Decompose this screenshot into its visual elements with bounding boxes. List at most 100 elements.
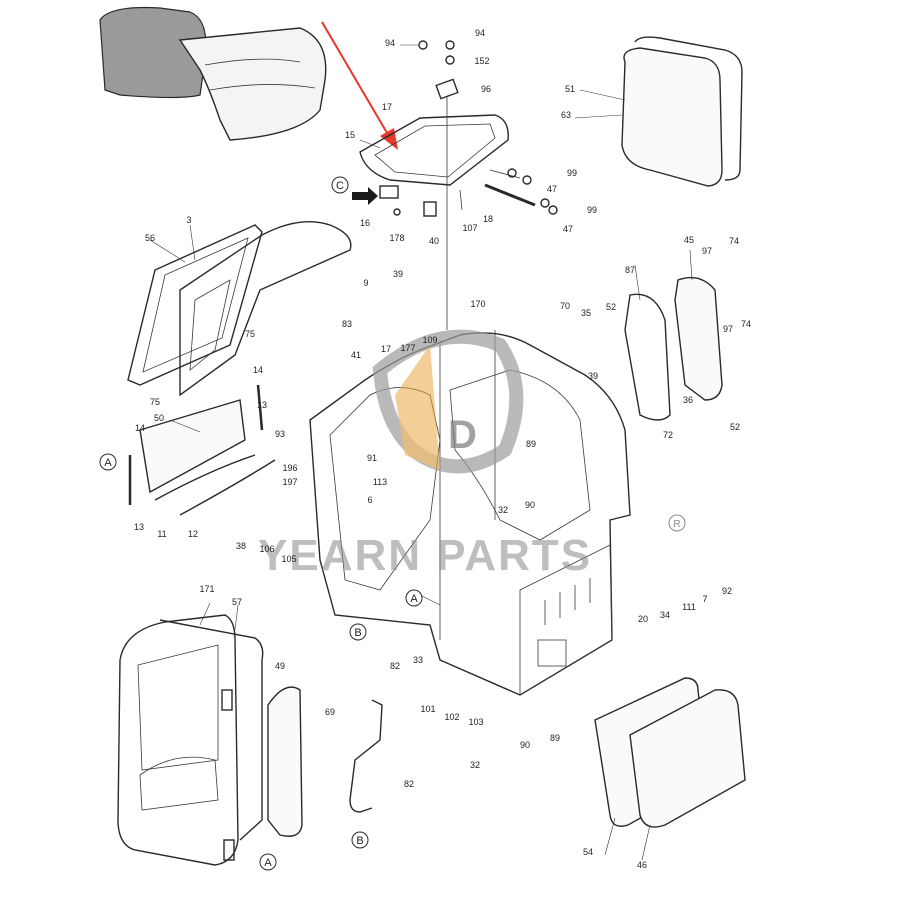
pointer-arrow-icon bbox=[352, 187, 378, 205]
part-callout-7: 7 bbox=[702, 594, 707, 604]
part-callout-40: 40 bbox=[429, 236, 439, 246]
reference-marker-circle bbox=[349, 623, 367, 641]
door-handle-rod bbox=[349, 699, 383, 813]
part-callout-178: 178 bbox=[389, 233, 404, 243]
part-callout-152: 152 bbox=[474, 56, 489, 66]
part-callout-11: 11 bbox=[157, 529, 166, 539]
part-callout-36: 36 bbox=[683, 395, 693, 405]
part-callout-12: 12 bbox=[188, 529, 198, 539]
reference-marker-letter: A bbox=[104, 457, 112, 469]
part-callout-34: 34 bbox=[660, 610, 670, 620]
part-callout-49: 49 bbox=[275, 661, 285, 671]
part-callout-14a: 14 bbox=[253, 365, 263, 375]
part-callout-177: 177 bbox=[400, 343, 415, 353]
part-callout-90a: 90 bbox=[525, 500, 535, 510]
cab-door bbox=[117, 614, 264, 866]
part-callout-51: 51 bbox=[565, 84, 575, 94]
reference-marker-c-top: C bbox=[331, 176, 349, 194]
part-callout-33: 33 bbox=[413, 655, 423, 665]
part-callout-13b: 13 bbox=[134, 522, 144, 532]
registered-mark: R bbox=[668, 514, 686, 532]
part-callout-83: 83 bbox=[342, 319, 352, 329]
part-callout-50: 50 bbox=[154, 413, 164, 423]
watermark-text: YEARN PARTS bbox=[258, 531, 592, 580]
part-callout-105: 105 bbox=[281, 554, 296, 564]
part-callout-75b: 75 bbox=[150, 397, 160, 407]
part-callout-6: 6 bbox=[367, 495, 372, 505]
top-bracket bbox=[418, 40, 459, 330]
reference-marker-letter: B bbox=[354, 627, 361, 639]
reference-marker-circle bbox=[331, 176, 349, 194]
part-callout-87: 87 bbox=[625, 265, 635, 275]
reference-marker-letter: B bbox=[356, 835, 363, 847]
reference-marker-a-center: A bbox=[405, 589, 423, 607]
part-callout-47b: 47 bbox=[563, 224, 573, 234]
roof-frame bbox=[359, 114, 509, 186]
part-callout-171: 171 bbox=[199, 584, 214, 594]
part-callout-91: 91 bbox=[367, 453, 377, 463]
watermark-logo: D bbox=[372, 329, 524, 474]
part-callout-75a: 75 bbox=[245, 329, 255, 339]
reference-marker-circle bbox=[99, 453, 117, 471]
part-callout-56: 56 bbox=[145, 233, 155, 243]
part-callout-57: 57 bbox=[232, 597, 242, 607]
reference-marker-a-left: A bbox=[99, 453, 117, 471]
part-callout-13a: 13 bbox=[257, 400, 267, 410]
part-callout-102: 102 bbox=[444, 712, 459, 722]
watermark-logo-letter: D bbox=[448, 413, 477, 457]
part-callout-113: 113 bbox=[373, 477, 387, 487]
part-callout-52a: 52 bbox=[606, 302, 616, 312]
part-callout-9: 9 bbox=[363, 278, 368, 288]
reference-markers: C A A B B A bbox=[99, 176, 423, 871]
part-callout-197: 197 bbox=[282, 477, 297, 487]
part-callout-39b: 39 bbox=[588, 371, 598, 381]
operator-seat bbox=[99, 6, 327, 141]
part-callout-82a: 82 bbox=[390, 661, 400, 671]
part-callout-47a: 47 bbox=[547, 184, 557, 194]
rear-window bbox=[594, 677, 746, 828]
latch-assembly bbox=[379, 168, 558, 217]
part-callout-89b: 89 bbox=[550, 733, 560, 743]
leader-lines bbox=[149, 44, 693, 861]
reference-marker-letter: A bbox=[410, 593, 418, 605]
part-callout-94a: 94 bbox=[385, 38, 395, 48]
part-callout-35: 35 bbox=[581, 308, 591, 318]
part-callout-16: 16 bbox=[360, 218, 370, 228]
part-callout-69: 69 bbox=[325, 707, 335, 717]
reference-marker-letter: C bbox=[336, 180, 344, 192]
part-callout-54: 54 bbox=[583, 847, 593, 857]
part-callout-20: 20 bbox=[638, 614, 648, 624]
part-callout-52b: 52 bbox=[730, 422, 740, 432]
part-callout-103: 103 bbox=[468, 717, 483, 727]
part-callout-97b: 97 bbox=[723, 324, 733, 334]
part-callout-32a: 32 bbox=[498, 505, 508, 515]
part-callout-15: 15 bbox=[345, 130, 355, 140]
part-callout-107: 107 bbox=[462, 223, 477, 233]
reference-marker-letter: A bbox=[264, 857, 272, 869]
part-callout-70: 70 bbox=[560, 301, 570, 311]
part-callout-18: 18 bbox=[483, 214, 493, 224]
part-callout-92: 92 bbox=[722, 586, 732, 596]
part-callout-74a: 74 bbox=[729, 236, 739, 246]
part-callout-109: 109 bbox=[422, 335, 437, 345]
registered-mark-letter: R bbox=[673, 519, 680, 530]
part-callout-17a: 17 bbox=[382, 102, 392, 112]
door-quarter-window bbox=[267, 686, 303, 837]
part-callout-82b: 82 bbox=[404, 779, 414, 789]
part-callout-46: 46 bbox=[637, 860, 647, 870]
part-callout-93: 93 bbox=[275, 429, 285, 439]
part-callout-17b: 17 bbox=[381, 344, 391, 354]
reference-marker-circle bbox=[405, 589, 423, 607]
front-lower-window bbox=[128, 384, 276, 516]
reference-marker-circle bbox=[351, 831, 369, 849]
upper-right-window bbox=[621, 36, 743, 187]
part-callout-63: 63 bbox=[561, 110, 571, 120]
right-side-window bbox=[624, 276, 723, 421]
part-callout-94b: 94 bbox=[475, 28, 485, 38]
part-callout-89a: 89 bbox=[526, 439, 536, 449]
part-callout-101: 101 bbox=[420, 704, 435, 714]
part-callout-74b: 74 bbox=[741, 319, 751, 329]
reference-marker-circle bbox=[259, 853, 277, 871]
